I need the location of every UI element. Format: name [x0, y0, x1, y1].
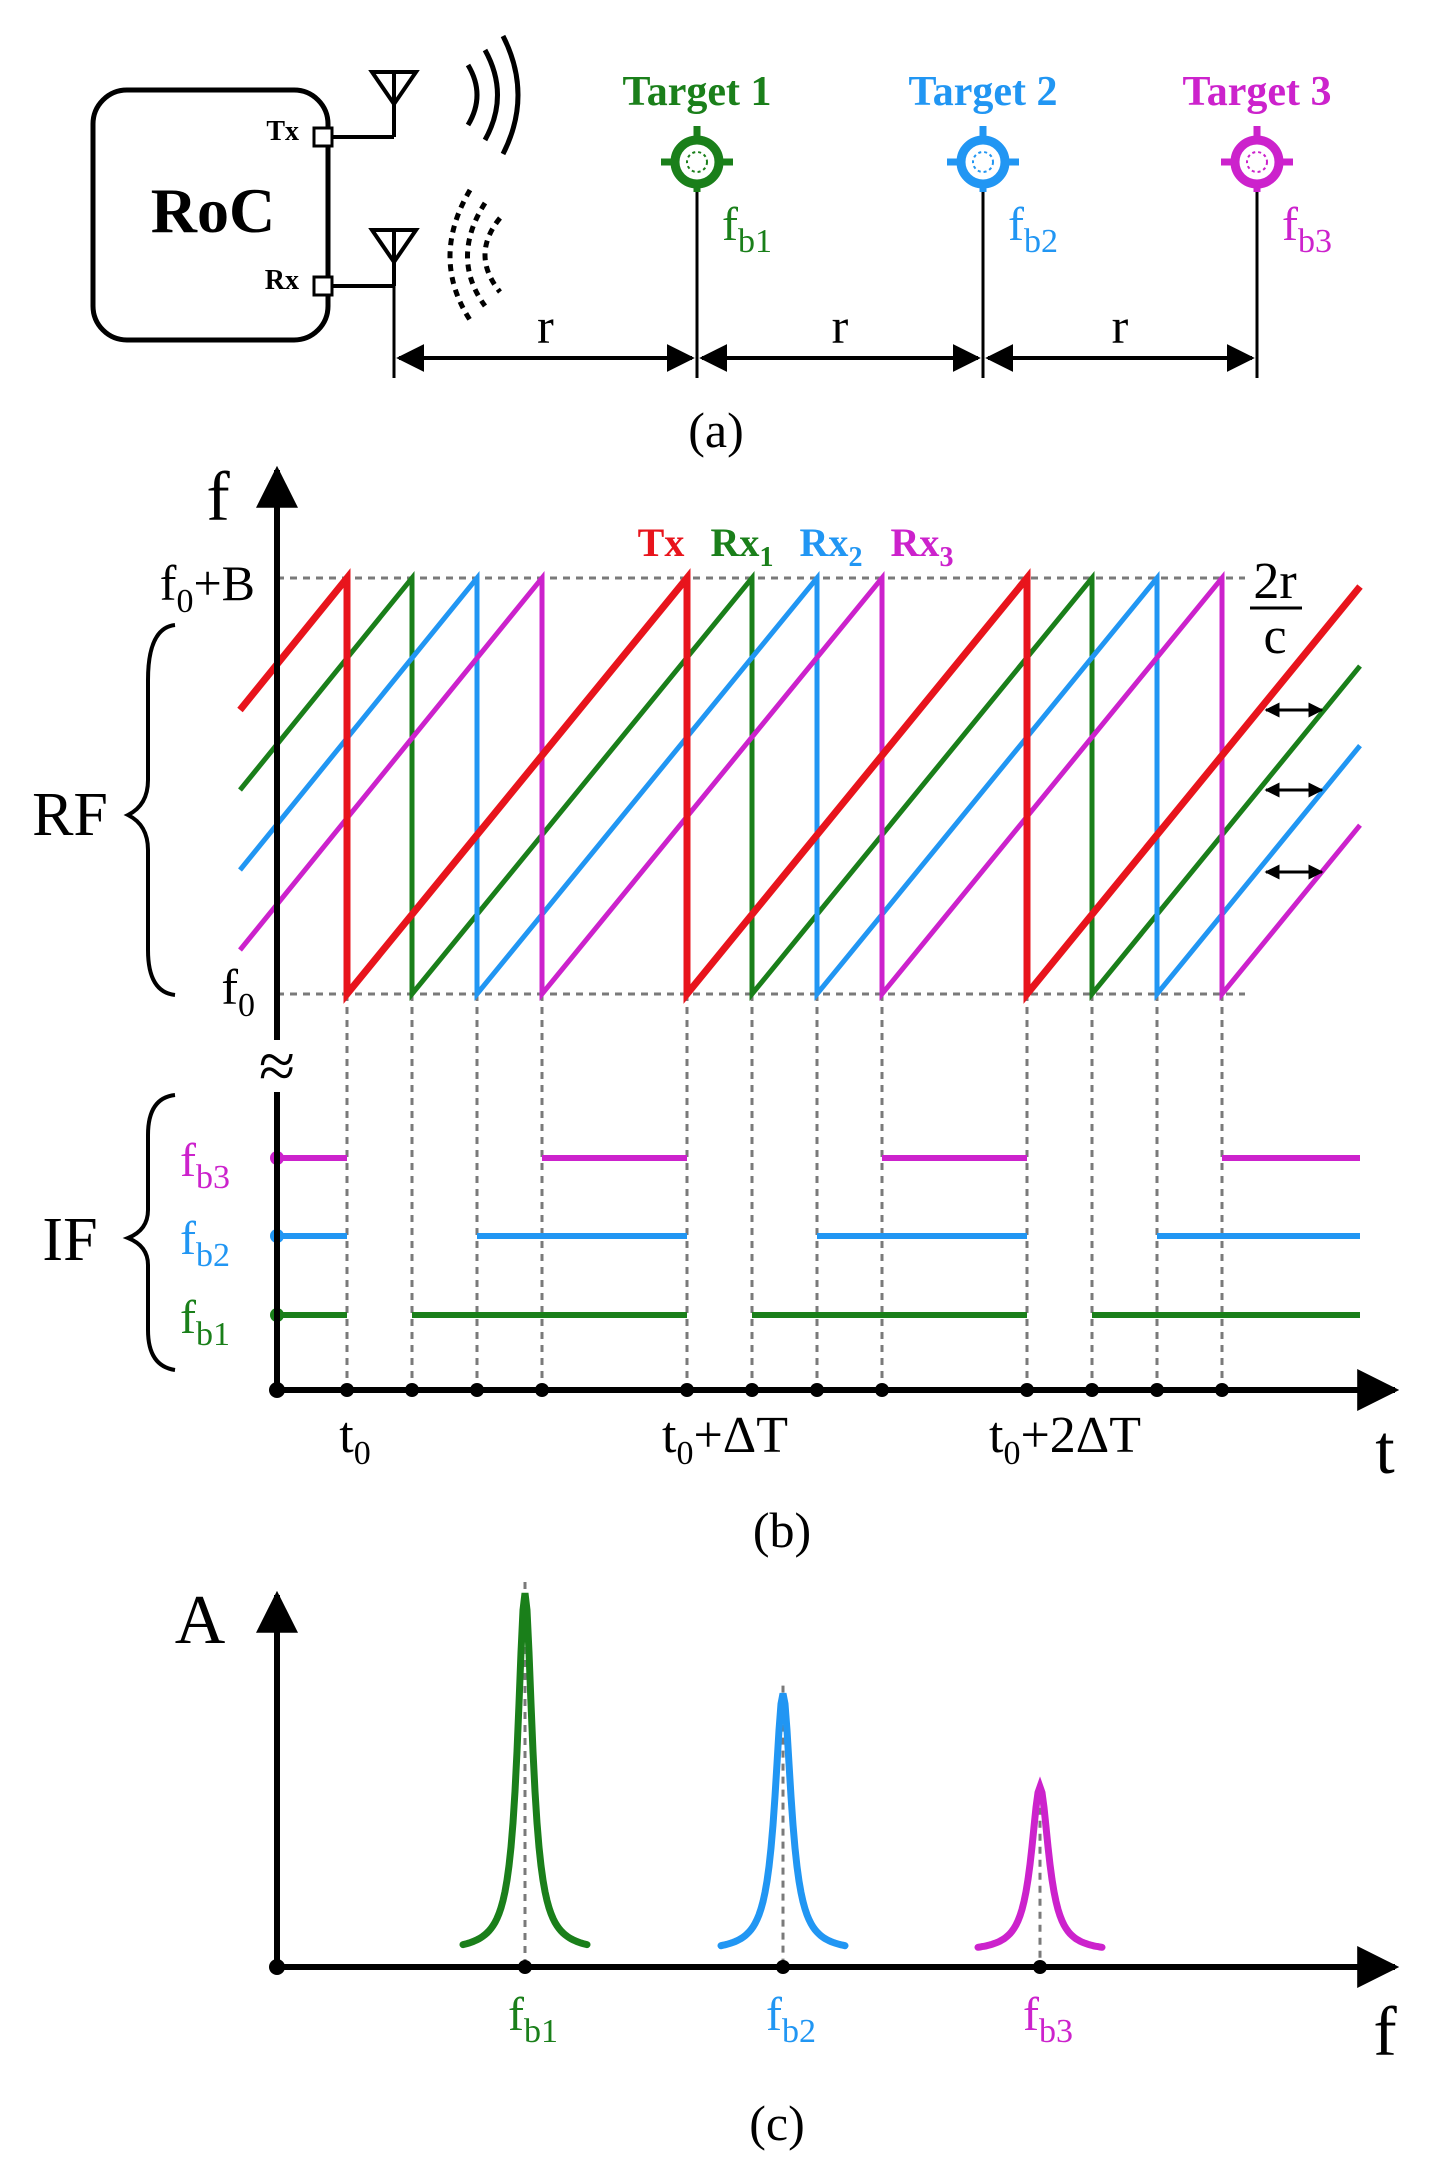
transmit-wave-icon	[465, 34, 521, 156]
time-tick-dot	[1085, 1383, 1099, 1397]
panel-a-radar-setup: RoC Tx Rx Target 1 fb1 Target 2 fb2 Target 3…	[90, 34, 1332, 458]
if-region-label: IF	[42, 1206, 97, 1274]
rx-antenna-icon	[368, 228, 420, 286]
peak-label-b1: fb1	[508, 1988, 558, 2050]
fb2-level-label: fb2	[180, 1212, 230, 1274]
caption-b: (b)	[753, 1502, 811, 1558]
peak-b2	[717, 1692, 849, 1950]
legend-rx1: Rx1	[711, 520, 774, 573]
peak-axis-dot	[518, 1960, 532, 1974]
caption-c: (c)	[749, 2095, 805, 2151]
delay-numerator: 2r	[1253, 553, 1296, 610]
rx1-chirp-line	[238, 570, 1362, 1002]
f0-plus-b-label: f0+B	[160, 555, 255, 620]
rx-port	[312, 275, 334, 297]
time-tick-dot	[745, 1383, 759, 1397]
f0-label: f0	[221, 959, 255, 1024]
time-tick-dot	[470, 1383, 484, 1397]
rf-region-label: RF	[32, 781, 108, 849]
time-tick-labels: t0 t0+ΔT t0+2ΔT	[269, 1382, 1229, 1472]
rf-brace	[123, 623, 176, 997]
time-label-0: t0	[339, 1407, 370, 1472]
peak-b1	[459, 1592, 591, 1949]
target-3-beat-frequency: fb3	[1282, 198, 1332, 260]
range-label: r	[832, 298, 849, 354]
tx-antenna-icon	[368, 70, 420, 137]
range-label: r	[1112, 298, 1129, 354]
panel-b-chirp-timing: ≈ f t f0+B f0 RF IF Tx Rx1 Rx2 Rx3 2r c fb3…	[32, 459, 1400, 1558]
axis-break-gap	[250, 1040, 304, 1092]
range-label: r	[537, 298, 554, 354]
if-beat-levels	[270, 1151, 1360, 1322]
tx-port	[312, 126, 334, 148]
peak-label-b3: fb3	[1023, 1988, 1073, 2050]
tx-chirp-line	[237, 568, 1363, 1004]
fb3-level-label: fb3	[180, 1134, 230, 1196]
time-tick-dot	[535, 1383, 549, 1397]
if-level-labels: fb3 fb2 fb1	[180, 1134, 230, 1353]
target-1: Target 1 fb1	[623, 69, 772, 378]
spectrum-y-label: A	[175, 1582, 226, 1659]
time-label-1: t0+ΔT	[662, 1407, 788, 1472]
chirp-series	[237, 568, 1363, 1004]
delay-denominator: c	[1263, 608, 1286, 665]
target-crosshair-icon	[1221, 126, 1293, 192]
peak-axis-dot	[1033, 1960, 1047, 1974]
receive-wave-icon	[447, 188, 502, 322]
legend-rx3: Rx3	[891, 520, 954, 573]
time-tick-dot	[1150, 1383, 1164, 1397]
rx-port-label: Rx	[265, 265, 299, 296]
rx3-chirp-line	[238, 570, 1362, 1002]
time-tick-dot	[340, 1383, 354, 1397]
rx2-chirp-line	[238, 570, 1362, 1002]
panel-c-spectrum: A f fb1 fb2 fb3 (c)	[175, 1582, 1400, 2151]
peak-axis-dot	[776, 1960, 790, 1974]
delay-arrows	[1264, 702, 1324, 880]
target-1-name: Target 1	[623, 69, 772, 115]
caption-a: (a)	[688, 402, 744, 458]
target-1-beat-frequency: fb1	[722, 198, 772, 260]
peak-b3	[974, 1776, 1106, 1951]
roc-chip-box	[90, 87, 331, 343]
time-tick-dot	[1020, 1383, 1034, 1397]
time-tick-dot	[875, 1383, 889, 1397]
chirp-legend: Tx Rx1 Rx2 Rx3	[638, 520, 954, 573]
legend-tx: Tx	[638, 520, 685, 565]
roc-chip-label: RoC	[151, 175, 275, 246]
time-plot-y-label: f	[206, 459, 230, 536]
time-tick-dot	[680, 1383, 694, 1397]
target-crosshair-icon	[661, 126, 733, 192]
target-2-beat-frequency: fb2	[1008, 198, 1058, 260]
legend-rx2: Rx2	[800, 520, 863, 573]
spectrum-x-label: f	[1373, 1994, 1397, 2071]
target-crosshair-icon	[947, 126, 1019, 192]
target-3-name: Target 3	[1183, 69, 1332, 115]
axis-break-symbol: ≈	[259, 1030, 295, 1103]
fb1-level-label: fb1	[180, 1291, 230, 1353]
target-2: Target 2 fb2	[909, 69, 1058, 378]
time-plot-x-label: t	[1375, 1412, 1395, 1489]
delay-annotation: 2r c	[1250, 553, 1302, 665]
origin-dot	[269, 1382, 285, 1398]
target-2-name: Target 2	[909, 69, 1058, 115]
time-tick-dot	[405, 1383, 419, 1397]
time-tick-dot	[1215, 1383, 1229, 1397]
if-brace	[122, 1093, 176, 1372]
target-3: Target 3 fb3	[1183, 69, 1332, 378]
spectrum-peaks: fb1 fb2 fb3	[459, 1582, 1106, 2050]
tx-port-label: Tx	[266, 116, 299, 147]
time-label-2: t0+2ΔT	[989, 1407, 1141, 1472]
peak-label-b2: fb2	[766, 1988, 816, 2050]
time-tick-dot	[810, 1383, 824, 1397]
